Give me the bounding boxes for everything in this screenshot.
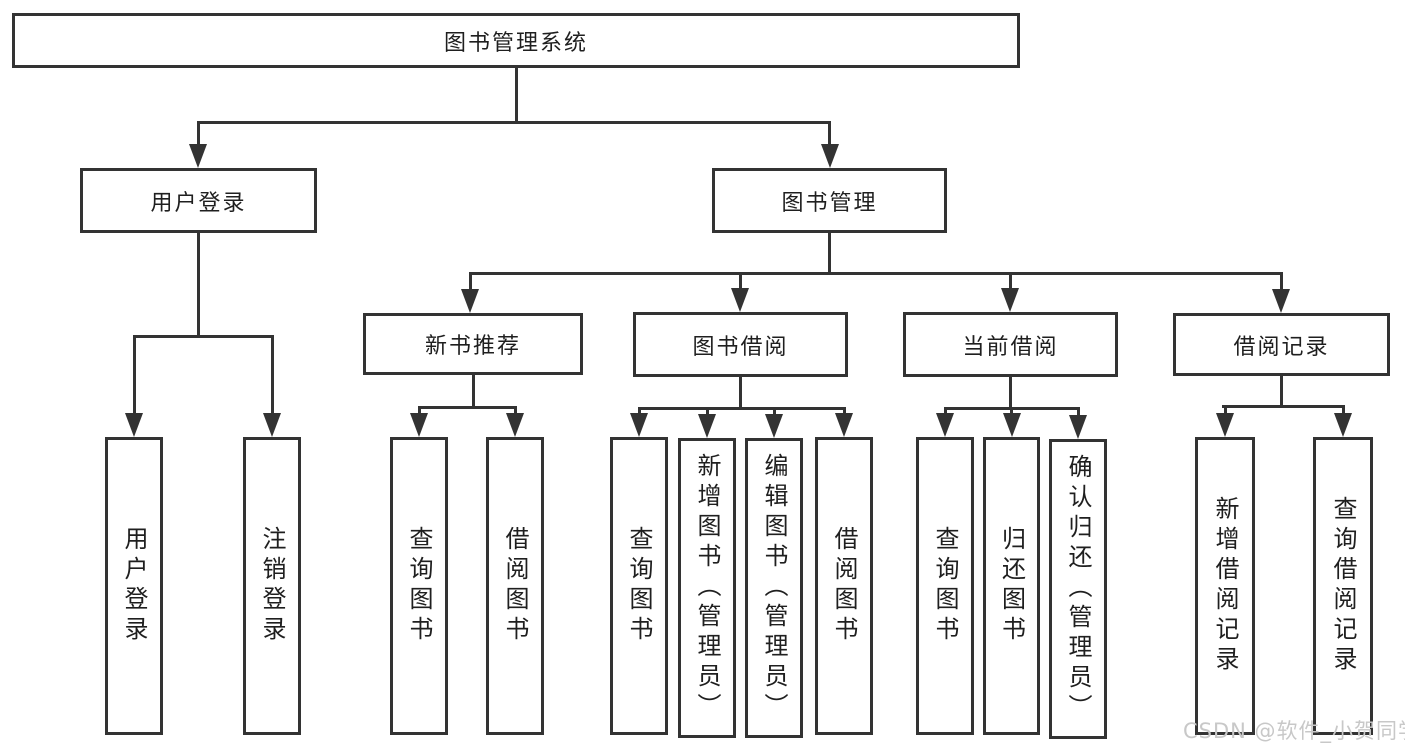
leaf-borrow-edit-book-admin: 编辑图书（管理员）: [745, 438, 803, 738]
leaf-label: 借阅图书: [501, 526, 529, 646]
arrowhead-down-icon: [1216, 413, 1234, 437]
connector-line: [270, 335, 274, 417]
node-label: 图书借阅: [692, 334, 789, 360]
leaf-recommend-borrow-book: 借阅图书: [486, 437, 544, 735]
connector-line: [514, 68, 518, 122]
connector-line: [196, 233, 200, 337]
connector-line: [637, 407, 641, 417]
connector-line: [1279, 272, 1283, 293]
connector-line: [1008, 272, 1012, 292]
arrowhead-down-icon: [1272, 289, 1290, 313]
connector-line: [1076, 407, 1080, 419]
connector-line: [828, 121, 831, 148]
leaf-label: 新增借阅记录: [1211, 496, 1239, 676]
leaf-current-return-book: 归还图书: [983, 437, 1040, 735]
arrowhead-down-icon: [731, 288, 749, 312]
connector-line: [196, 121, 831, 124]
arrowhead-down-icon: [1334, 413, 1352, 437]
connector-line: [1221, 405, 1345, 408]
node-label: 图书管理: [781, 190, 878, 216]
connector-line: [1280, 376, 1283, 407]
node-label: 借阅记录: [1233, 334, 1330, 360]
leaf-current-confirm-return-admin: 确认归还（管理员）: [1049, 439, 1107, 739]
leaf-label: 新增图书（管理员）: [693, 453, 721, 723]
connector-line: [828, 233, 831, 274]
connector-line: [468, 272, 472, 293]
node-borrow-records: 借阅记录: [1173, 313, 1390, 376]
leaf-label: 注销登录: [258, 526, 286, 646]
connector-line: [705, 407, 709, 418]
arrowhead-down-icon: [1001, 288, 1019, 312]
leaf-label: 借阅图书: [830, 526, 858, 646]
leaf-recommend-query-book: 查询图书: [390, 437, 448, 735]
connector-line: [772, 407, 776, 418]
connector-line: [471, 375, 475, 408]
connector-line: [738, 272, 742, 292]
leaf-label: 编辑图书（管理员）: [760, 453, 788, 723]
arrowhead-down-icon: [835, 413, 853, 437]
leaf-label: 查询借阅记录: [1329, 496, 1357, 676]
node-book-borrow: 图书借阅: [633, 312, 848, 377]
connector-line: [1341, 405, 1345, 417]
arrowhead-down-icon: [765, 414, 783, 438]
connector-line: [1010, 407, 1013, 417]
arrowhead-down-icon: [410, 413, 428, 437]
node-current-borrow: 当前借阅: [903, 312, 1118, 377]
leaf-label: 确认归还（管理员）: [1064, 454, 1092, 724]
connector-line: [842, 407, 846, 417]
node-label: 用户登录: [150, 190, 247, 216]
connector-line: [132, 335, 136, 417]
connector-line: [513, 406, 517, 417]
leaf-label: 查询图书: [931, 526, 959, 646]
arrowhead-down-icon: [820, 144, 839, 168]
leaf-logout: 注销登录: [243, 437, 301, 735]
leaf-label: 归还图书: [997, 526, 1026, 646]
connector-line: [943, 407, 947, 417]
arrowhead-down-icon: [698, 414, 716, 438]
node-new-book-recommend: 新书推荐: [363, 313, 583, 375]
leaf-records-query-record: 查询借阅记录: [1313, 437, 1373, 735]
connector-line: [132, 335, 274, 338]
arrowhead-down-icon: [506, 413, 524, 437]
connector-line: [1223, 405, 1227, 417]
arrowhead-down-icon: [461, 289, 479, 313]
connector-line: [468, 272, 1283, 275]
arrowhead-down-icon: [125, 413, 143, 437]
node-label: 当前借阅: [962, 334, 1059, 360]
arrowhead-down-icon: [189, 144, 207, 168]
leaf-borrow-add-book-admin: 新增图书（管理员）: [678, 438, 736, 738]
connector-line: [417, 406, 517, 409]
leaf-label: 查询图书: [625, 526, 653, 646]
leaf-label: 用户登录: [120, 526, 148, 646]
node-user-login: 用户登录: [80, 168, 317, 233]
node-label: 图书管理系统: [443, 30, 588, 56]
leaf-label: 查询图书: [405, 526, 433, 646]
node-label: 新书推荐: [424, 334, 521, 359]
connector-line: [739, 377, 742, 409]
arrowhead-down-icon: [1002, 413, 1021, 437]
arrowhead-down-icon: [630, 413, 648, 437]
csdn-watermark: CSDN @软件_小贺同学: [1183, 719, 1405, 743]
leaf-borrow-query-book: 查询图书: [610, 437, 668, 735]
connector-line: [1009, 377, 1012, 409]
connector-line: [196, 121, 200, 148]
leaf-user-login: 用户登录: [105, 437, 163, 735]
leaf-current-query-book: 查询图书: [916, 437, 974, 735]
arrowhead-down-icon: [1069, 415, 1087, 439]
node-root-library-system: 图书管理系统: [12, 13, 1020, 68]
leaf-records-add-record: 新增借阅记录: [1195, 437, 1255, 735]
arrowhead-down-icon: [263, 413, 281, 437]
arrowhead-down-icon: [936, 413, 954, 437]
leaf-borrow-borrow-book: 借阅图书: [815, 437, 873, 735]
connector-line: [417, 406, 421, 417]
node-book-management: 图书管理: [712, 168, 947, 233]
